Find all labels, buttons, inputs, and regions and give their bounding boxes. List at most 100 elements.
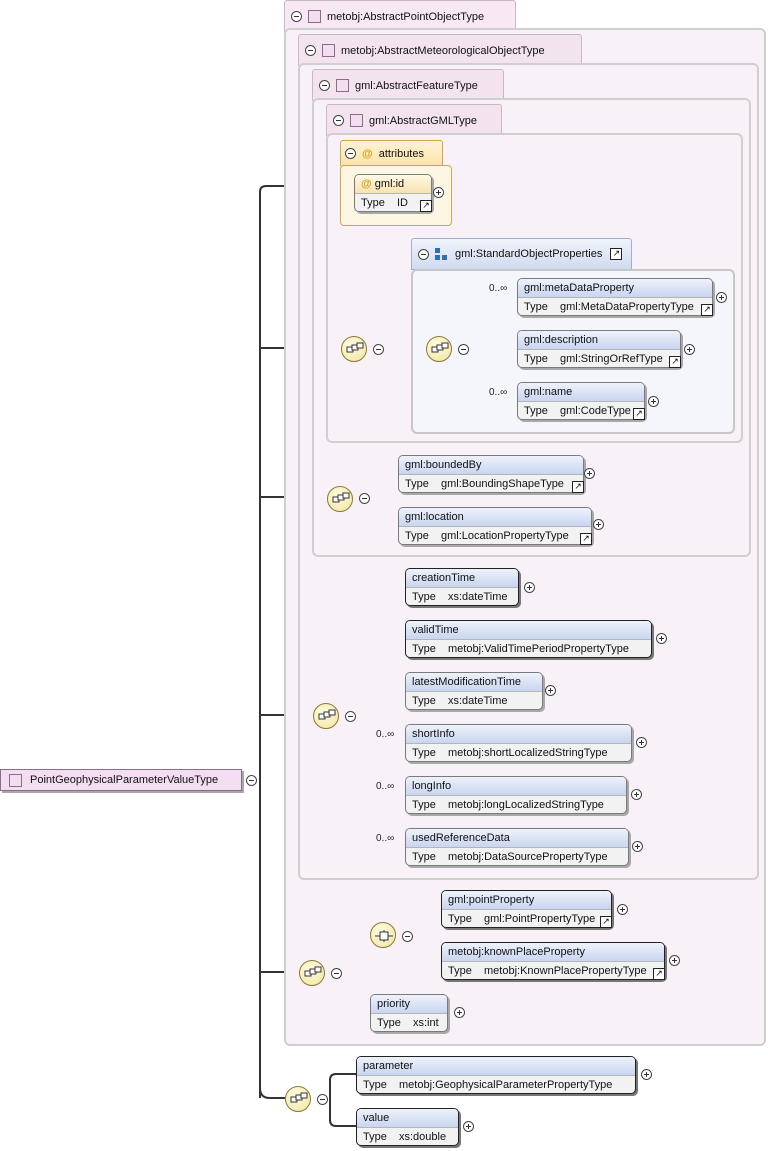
type-key: Type: [412, 591, 436, 603]
sequence-compositor[interactable]: [426, 336, 452, 362]
element-location[interactable]: gml:location Type gml:LocationPropertyTyp…: [398, 507, 592, 545]
complex-type-icon: [350, 114, 363, 127]
type-link-icon[interactable]: ↗: [701, 304, 713, 316]
group-tab-abstract-feature[interactable]: gml:AbstractFeatureType: [312, 69, 504, 101]
type-link-icon[interactable]: ↗: [580, 533, 592, 545]
expand-icon[interactable]: [524, 582, 535, 593]
element-name: longInfo: [406, 777, 626, 796]
group-label: gml:StandardObjectProperties: [455, 248, 603, 260]
type-key: Type: [405, 478, 429, 490]
type-link-icon[interactable]: ↗: [600, 916, 612, 928]
complex-type-icon: [308, 10, 321, 23]
sequence-compositor[interactable]: [341, 336, 367, 362]
collapse-icon[interactable]: [458, 344, 469, 355]
group-reference-icon: [435, 248, 447, 260]
expand-icon[interactable]: [631, 789, 642, 800]
element-name: validTime: [406, 621, 651, 640]
attributes-tab[interactable]: @ attributes: [340, 140, 443, 166]
collapse-icon[interactable]: [291, 11, 302, 22]
element-name: gml:location: [399, 508, 591, 527]
type-value: gml:MetaDataPropertyType: [560, 301, 694, 313]
type-link-icon[interactable]: ↗: [610, 248, 623, 260]
type-link-icon[interactable]: ↗: [633, 408, 645, 420]
type-link-icon[interactable]: ↗: [572, 481, 584, 493]
type-value: ID: [397, 197, 408, 209]
element-name: usedReferenceData: [406, 829, 628, 848]
collapse-icon[interactable]: [345, 711, 356, 722]
collapse-icon[interactable]: [305, 45, 316, 56]
expand-icon[interactable]: [593, 519, 604, 530]
sequence-compositor[interactable]: [285, 1086, 311, 1112]
group-label: gml:AbstractGMLType: [369, 114, 477, 127]
expand-icon[interactable]: [636, 737, 647, 748]
type-value: gml:LocationPropertyType: [441, 530, 569, 542]
sequence-compositor[interactable]: [299, 960, 325, 986]
type-value: metobj:longLocalizedStringType: [448, 799, 604, 811]
expand-icon[interactable]: [433, 187, 444, 198]
collapse-icon[interactable]: [359, 493, 370, 504]
collapse-icon[interactable]: [331, 968, 342, 979]
group-tab-standard-object-properties[interactable]: gml:StandardObjectProperties ↗: [411, 238, 632, 270]
type-key: Type: [524, 405, 548, 417]
expand-icon[interactable]: [632, 841, 643, 852]
expand-icon[interactable]: [684, 344, 695, 355]
collapse-icon[interactable]: [345, 148, 356, 159]
group-tab-abstract-gml[interactable]: gml:AbstractGMLType: [326, 104, 502, 136]
type-key: Type: [412, 799, 436, 811]
expand-icon[interactable]: [454, 1007, 465, 1018]
element-name: gml:pointProperty: [442, 891, 611, 910]
sequence-compositor[interactable]: [327, 486, 353, 512]
expand-icon[interactable]: [641, 1069, 652, 1080]
expand-icon[interactable]: [617, 904, 628, 915]
type-link-icon[interactable]: ↗: [420, 200, 432, 212]
collapse-icon[interactable]: [418, 248, 429, 260]
type-value: metobj:shortLocalizedStringType: [448, 747, 608, 759]
type-value: metobj:DataSourcePropertyType: [448, 851, 608, 863]
collapse-icon[interactable]: [319, 80, 330, 91]
choice-compositor[interactable]: [370, 922, 396, 948]
expand-icon[interactable]: [669, 955, 680, 966]
collapse-icon[interactable]: [373, 344, 384, 355]
type-value: xs:dateTime: [448, 695, 508, 707]
group-label: metobj:AbstractPointObjectType: [327, 10, 485, 23]
sequence-compositor[interactable]: [313, 703, 339, 729]
collapse-icon[interactable]: [402, 931, 413, 942]
expand-icon[interactable]: [716, 292, 727, 303]
cardinality-label: 0..∞: [489, 283, 508, 294]
expand-icon[interactable]: [648, 396, 659, 407]
element-long-info[interactable]: longInfo Type metobj:longLocalizedStringT…: [405, 776, 627, 814]
expand-icon[interactable]: [463, 1121, 474, 1132]
collapse-icon[interactable]: [317, 1094, 328, 1105]
type-link-icon[interactable]: ↗: [653, 968, 665, 980]
expand-icon[interactable]: [545, 685, 556, 696]
group-tab-abstract-meteorological-object[interactable]: metobj:AbstractMeteorologicalObjectType: [298, 34, 582, 66]
collapse-icon[interactable]: [333, 115, 344, 126]
expand-icon[interactable]: [656, 633, 667, 644]
cardinality-label: 0..∞: [376, 781, 395, 792]
element-name: value: [357, 1109, 458, 1128]
cardinality-label: 0..∞: [376, 729, 395, 740]
type-key: Type: [412, 643, 436, 655]
type-link-icon[interactable]: ↗: [669, 356, 681, 368]
group-label: metobj:AbstractMeteorologicalObjectType: [341, 44, 545, 57]
group-tab-abstract-point-object[interactable]: metobj:AbstractPointObjectType: [284, 0, 516, 32]
expand-icon[interactable]: [584, 468, 595, 479]
type-key: Type: [405, 530, 429, 542]
root-complex-type[interactable]: PointGeophysicalParameterValueType: [0, 769, 242, 791]
collapse-icon[interactable]: [246, 775, 257, 786]
